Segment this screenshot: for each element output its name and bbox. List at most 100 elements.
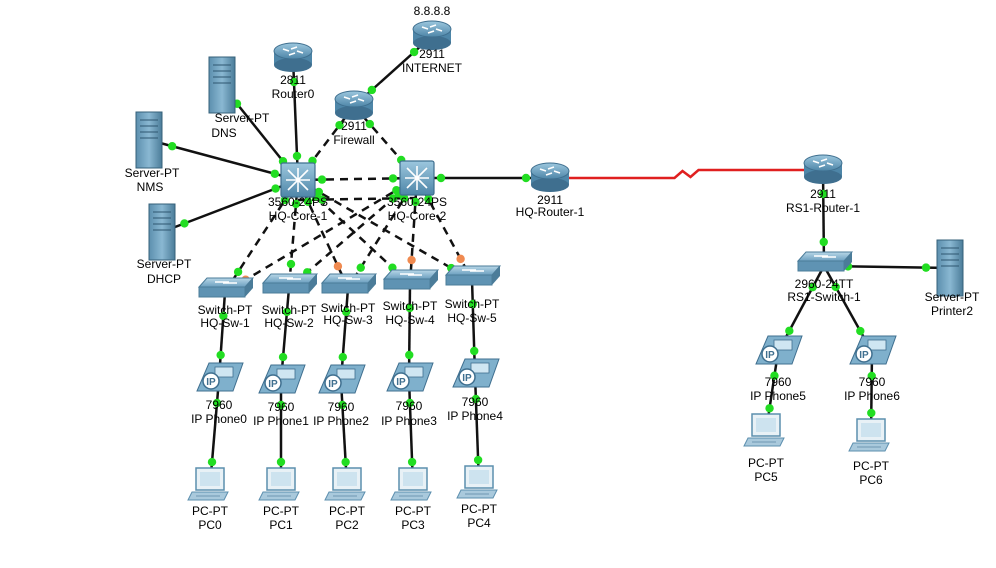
switch-hqsw4[interactable] <box>382 269 440 290</box>
device-name-label: HQ-Sw-5 <box>447 311 497 325</box>
device-name-label: PC3 <box>401 518 425 532</box>
device-name-label: IP Phone3 <box>381 414 437 428</box>
port-status-dot <box>424 194 433 204</box>
device-model-label: 2911 <box>537 193 563 207</box>
switch-icon <box>444 265 502 286</box>
l3switch-hqcore2[interactable] <box>399 160 435 196</box>
device-model-label: 2911 <box>419 47 445 61</box>
port-status-dot <box>867 371 876 381</box>
port-status-dot <box>303 197 313 206</box>
device-name-label: DNS <box>211 126 236 140</box>
phone-phone5[interactable]: IP <box>755 335 803 365</box>
port-status-dot <box>341 307 351 317</box>
switch-hqsw1[interactable] <box>197 277 255 298</box>
phone-icon: IP <box>755 335 803 365</box>
server-icon <box>208 56 236 114</box>
server-printer2[interactable] <box>936 239 964 297</box>
port-status-dot <box>216 350 225 360</box>
link-hqrouter1-rs1router1 <box>550 168 823 180</box>
svg-text:IP: IP <box>206 377 216 388</box>
device-ip-label: 8.8.8.8 <box>414 4 451 18</box>
port-status-dot <box>388 194 398 203</box>
pc-pc2[interactable] <box>324 467 366 501</box>
port-status-dot <box>212 398 222 408</box>
port-status-dot <box>286 259 296 269</box>
pc-pc1[interactable] <box>258 467 300 501</box>
device-model-label: Switch-PT <box>198 303 253 317</box>
device-model-label: 2911 <box>810 187 836 201</box>
device-name-label: PC4 <box>467 516 491 530</box>
port-status-dot <box>411 197 420 207</box>
pc-pc6[interactable] <box>848 418 890 452</box>
device-model-label: 7960 <box>396 399 423 413</box>
port-status-dot <box>436 173 446 183</box>
pc-icon <box>187 467 229 501</box>
device-name-label: INTERNET <box>402 61 463 75</box>
device-name-label: PC0 <box>198 518 222 532</box>
server-nms[interactable] <box>135 111 163 169</box>
port-status-dot <box>278 352 288 362</box>
device-name-label: PC5 <box>754 470 778 484</box>
router-firewall[interactable] <box>334 90 374 120</box>
phone-phone1[interactable]: IP <box>258 364 306 394</box>
pc-icon <box>743 413 785 447</box>
svg-text:IP: IP <box>462 373 472 384</box>
phone-phone4[interactable]: IP <box>452 358 500 388</box>
device-name-label: IP Phone5 <box>750 389 806 403</box>
svg-text:IP: IP <box>268 379 278 390</box>
router-hqrouter1[interactable] <box>530 162 570 192</box>
port-status-dot <box>407 457 417 467</box>
link-hqcore1-hqsw2 <box>287 179 300 289</box>
phone-phone3[interactable]: IP <box>386 362 434 392</box>
port-status-dot <box>819 237 828 247</box>
router-router0[interactable] <box>273 42 313 72</box>
router-icon <box>412 20 452 50</box>
router-internet[interactable] <box>412 20 452 50</box>
device-name-label: HQ-Sw-1 <box>200 316 250 330</box>
pc-pc0[interactable] <box>187 467 229 501</box>
switch-hqsw3[interactable] <box>320 273 378 294</box>
phone-icon: IP <box>849 335 897 365</box>
port-status-dot <box>180 219 189 228</box>
device-model-label: Switch-PT <box>321 301 376 315</box>
port-status-dot <box>207 457 217 467</box>
port-status-dot <box>456 254 465 264</box>
port-status-dot <box>270 169 280 178</box>
l3switch-hqcore1[interactable] <box>280 162 316 198</box>
pc-pc5[interactable] <box>743 413 785 447</box>
device-name-label: HQ-Core-1 <box>269 209 328 223</box>
server-dhcp[interactable] <box>148 203 176 261</box>
phone-phone0[interactable]: IP <box>196 362 244 392</box>
switch-hqsw5[interactable] <box>444 265 502 286</box>
port-status-dot <box>317 195 327 204</box>
device-model-label: PC-PT <box>395 504 432 518</box>
device-model-label: Server-PT <box>925 290 980 304</box>
switch-rs1sw1[interactable] <box>796 251 854 272</box>
pc-pc4[interactable] <box>456 465 498 499</box>
pc-pc3[interactable] <box>390 467 432 501</box>
port-status-dot <box>831 282 840 292</box>
pc-icon <box>390 467 432 501</box>
port-status-dot <box>521 173 531 183</box>
server-dns[interactable] <box>208 56 236 114</box>
port-status-dot <box>765 404 774 413</box>
device-name-label: IP Phone2 <box>313 414 369 428</box>
device-name-label: Router0 <box>272 87 315 101</box>
router-icon <box>530 162 570 192</box>
router-rs1router1[interactable] <box>803 154 843 184</box>
device-model-label: Server-PT <box>137 257 192 271</box>
port-status-dot <box>405 398 415 408</box>
device-model-label: PC-PT <box>748 456 785 470</box>
phone-icon: IP <box>196 362 244 392</box>
port-status-dot <box>470 346 479 356</box>
phone-phone6[interactable]: IP <box>849 335 897 365</box>
port-status-dot <box>785 326 794 336</box>
device-name-label: PC6 <box>859 473 883 487</box>
phone-phone2[interactable]: IP <box>318 364 366 394</box>
port-status-dot <box>314 187 324 197</box>
switch-hqsw2[interactable] <box>261 273 319 294</box>
port-status-dot <box>856 326 865 336</box>
port-status-dot <box>405 350 414 360</box>
